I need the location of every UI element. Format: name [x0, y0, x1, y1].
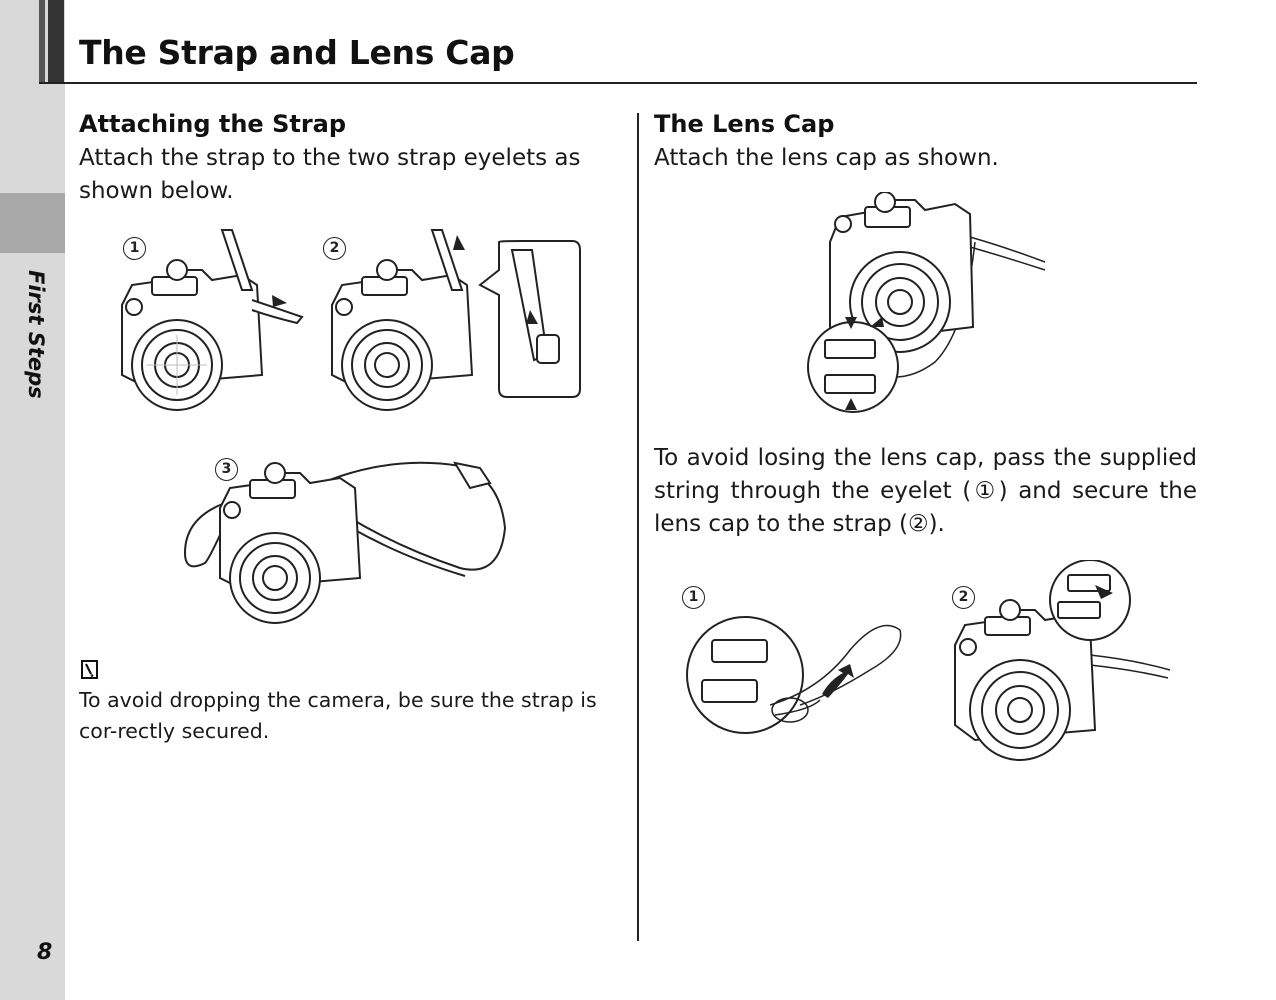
- strap-intro: Attach the strap to the two strap eyelet…: [79, 145, 581, 204]
- lens-cap-heading: The Lens Cap: [654, 110, 835, 138]
- strap-step3-illustration: [183, 461, 507, 624]
- lens-cap-step2-label: 2: [952, 586, 975, 609]
- sidebar: First Steps 8: [0, 0, 65, 1000]
- title-accent-bar: [39, 0, 45, 84]
- caution-icon: [81, 660, 98, 679]
- section-label: First Steps: [24, 270, 48, 399]
- lens-cap-body: To avoid losing the lens cap, pass the s…: [654, 445, 1197, 537]
- title-rule: [39, 82, 1197, 84]
- strap-note: To avoid dropping the camera, be sure th…: [79, 688, 597, 743]
- page-number: 8: [37, 940, 53, 965]
- strap-heading: Attaching the Strap: [79, 110, 347, 138]
- lens-cap-on-strap-illustration: [954, 560, 1171, 761]
- lens-cap-string-illustration: [686, 616, 902, 734]
- page-title: The Strap and Lens Cap: [79, 33, 515, 72]
- lens-cap-intro: Attach the lens cap as shown.: [654, 145, 999, 171]
- title-accent-bar-inner: [48, 0, 64, 84]
- lens-cap-step1-label: 1: [682, 586, 705, 609]
- sidebar-tab-marker: [0, 193, 65, 253]
- lens-cap-illustration: [807, 192, 1046, 413]
- strap-step3-label: 3: [215, 458, 238, 481]
- strap-step1-label: 1: [123, 237, 146, 260]
- column-divider: [637, 113, 639, 941]
- strap-step2-label: 2: [323, 237, 346, 260]
- strap-step2-illustration: [331, 229, 581, 411]
- strap-step1-illustration: [121, 229, 304, 411]
